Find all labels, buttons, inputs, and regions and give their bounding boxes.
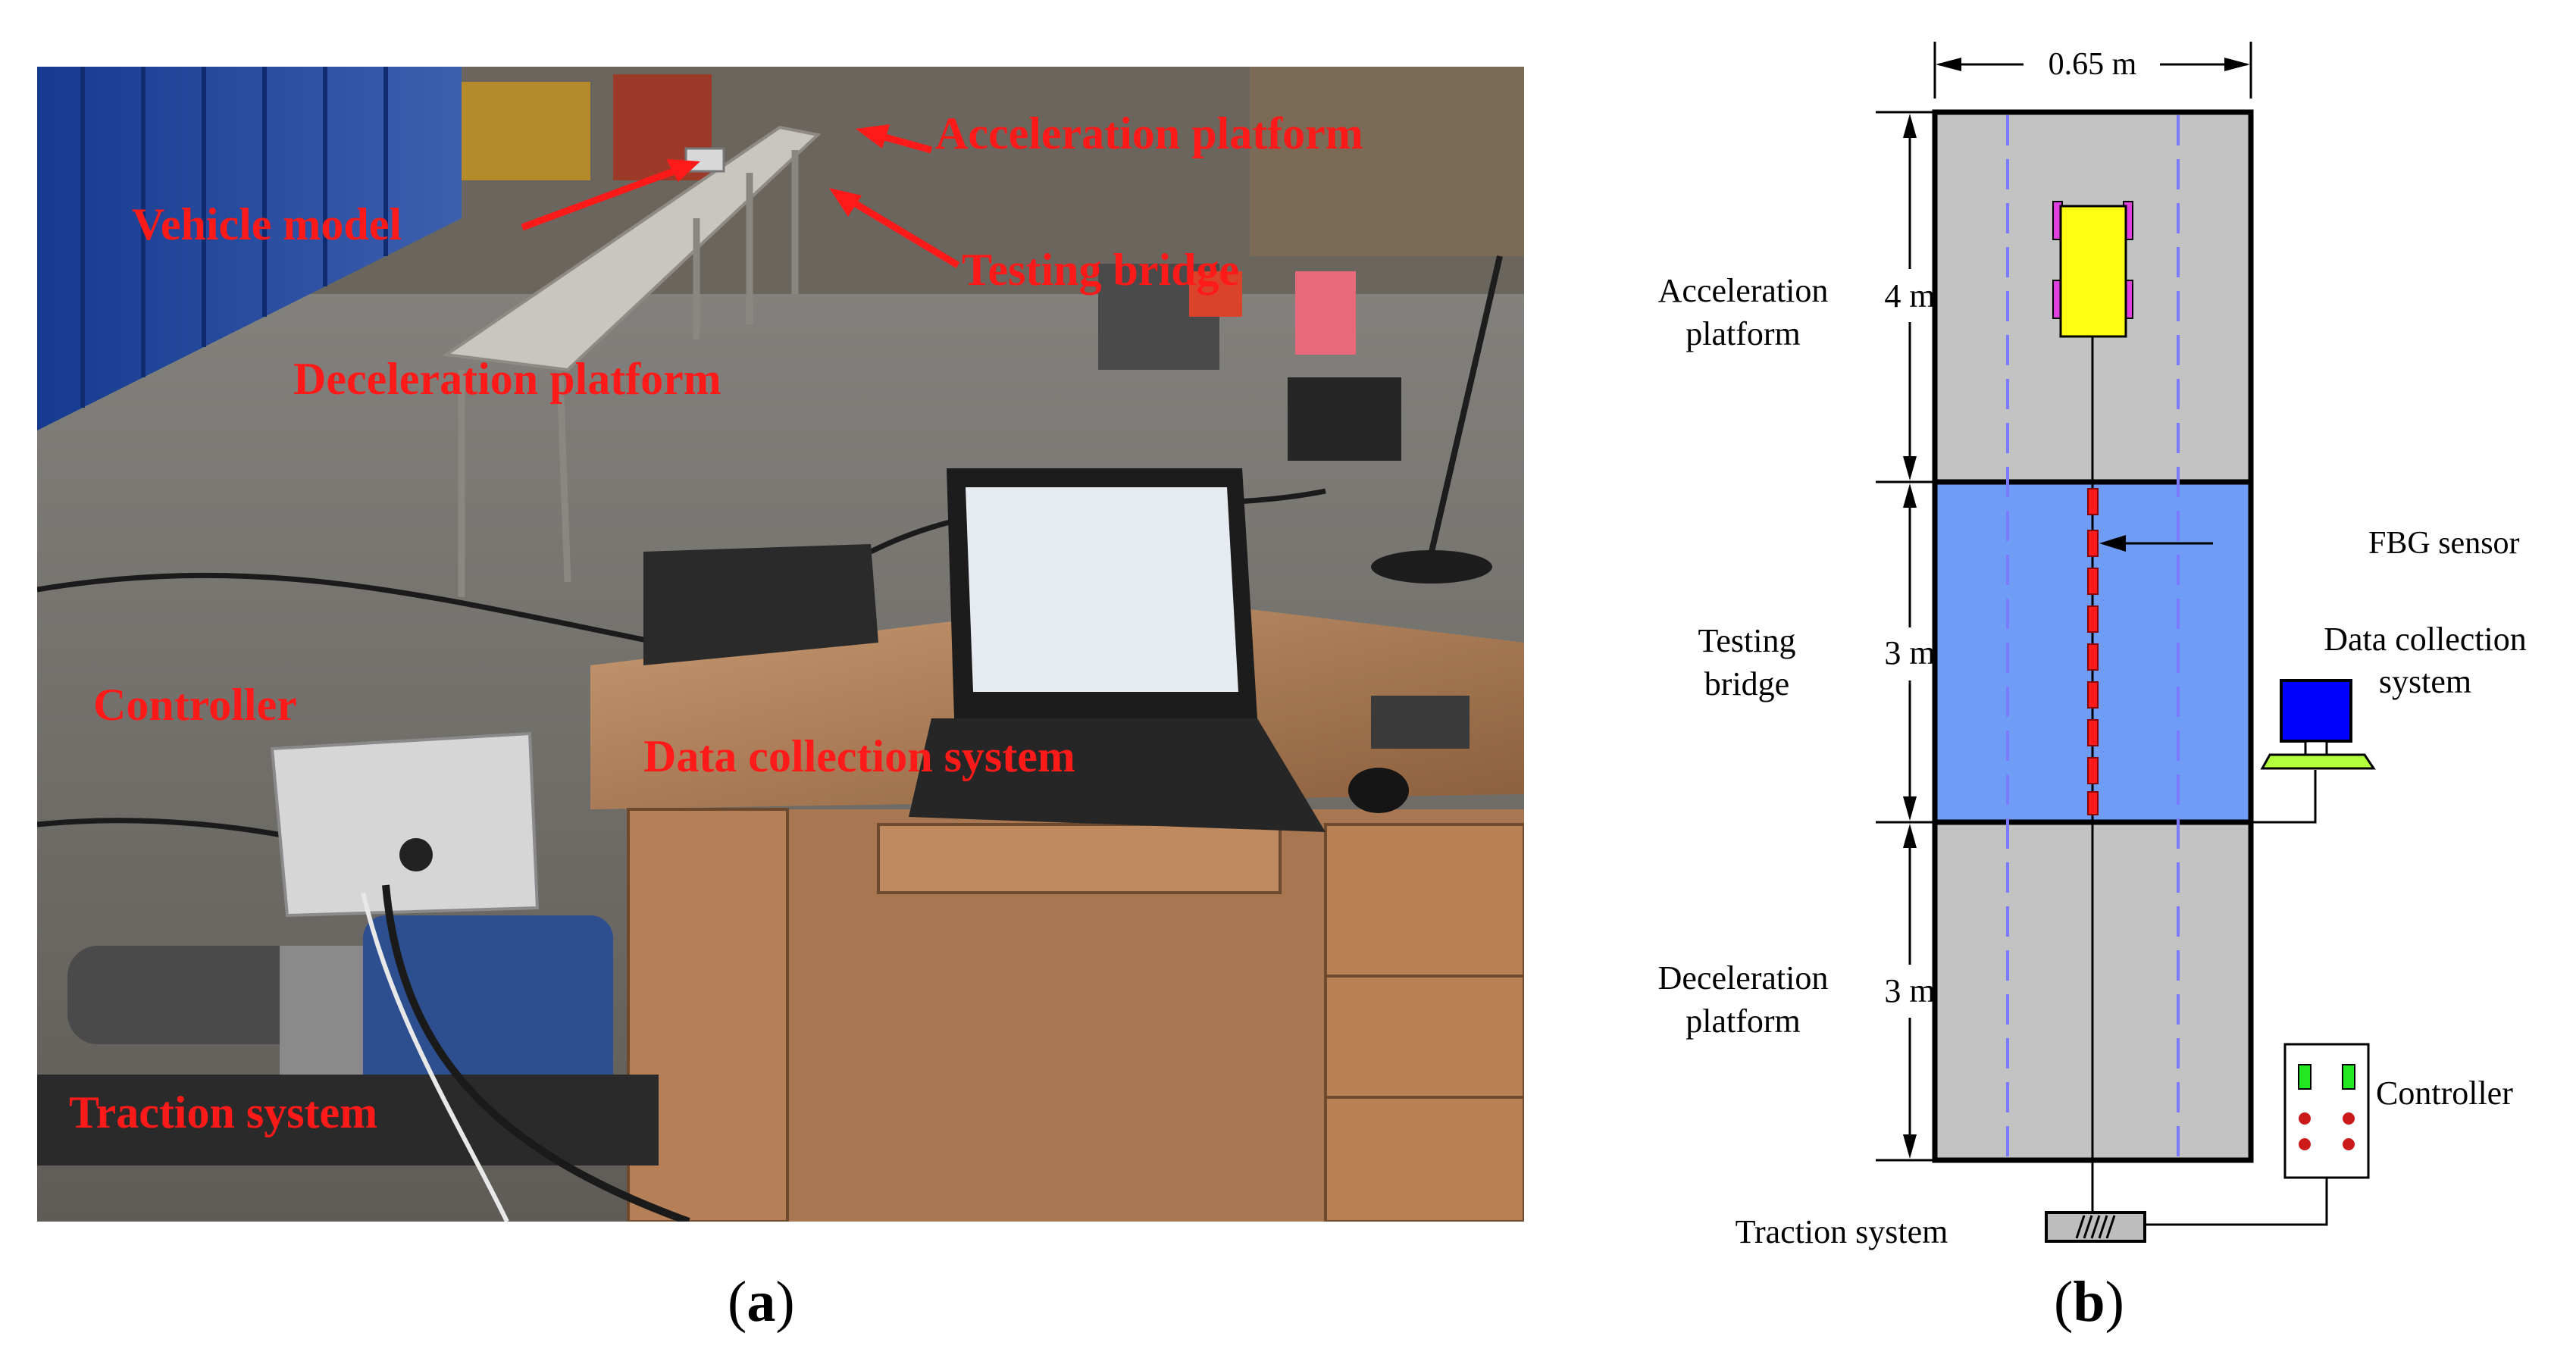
- acceleration-platform-label-2: platform: [1686, 315, 1801, 352]
- traction-system-label: Traction system: [1736, 1213, 1948, 1250]
- motor-base: [37, 1075, 659, 1165]
- experiment-photo: Acceleration platform Vehicle model Test…: [37, 67, 1524, 1222]
- data-acquisition-box: [643, 544, 878, 665]
- label-deceleration-platform: Deceleration platform: [293, 354, 721, 404]
- desk-cabinet-drawers: [1324, 823, 1524, 1222]
- test-track-surface: [442, 125, 822, 372]
- laptop-keyboard: [909, 718, 1326, 832]
- data-collection-label-1: Data collection: [2324, 621, 2527, 658]
- controller-cable: [382, 884, 690, 1222]
- desk-device: [1371, 696, 1470, 749]
- deceleration-platform-label-2: platform: [1686, 1003, 1801, 1040]
- photo-annotations: [521, 124, 960, 268]
- track-legs: [458, 150, 799, 597]
- traction-winch-icon: [2045, 1211, 2146, 1243]
- test-setup-schematic: 0.65 m FBG sensor: [1658, 42, 2527, 1250]
- label-data-collection-system: Data collection system: [643, 731, 1075, 781]
- computer-cable: [2251, 770, 2317, 824]
- label-traction-system: Traction system: [69, 1087, 377, 1137]
- testing-bridge-label-2: bridge: [1704, 665, 1789, 702]
- computer-icon: [2260, 679, 2376, 770]
- acceleration-platform-label-1: Acceleration: [1658, 272, 1829, 309]
- label-vehicle-model: Vehicle model: [132, 199, 402, 249]
- controller-box: [270, 731, 540, 918]
- fbg-sensor-label: FBG sensor: [2368, 526, 2520, 561]
- pallet-stack: [1250, 67, 1524, 256]
- panel-a-label: (a): [728, 1270, 795, 1334]
- data-collection-label-2: system: [2379, 663, 2471, 700]
- winch-drum: [67, 946, 310, 1044]
- fbg-sensor-array: [2087, 488, 2099, 815]
- label-controller: Controller: [93, 680, 297, 730]
- testing-bridge-label-1: Testing: [1698, 622, 1796, 659]
- wall-ribs: [80, 67, 388, 408]
- black-case: [1288, 377, 1401, 461]
- deceleration-platform-label-1: Deceleration: [1658, 959, 1829, 997]
- width-dimension-label: 0.65 m: [2049, 47, 2137, 82]
- red-stool: [1295, 271, 1356, 355]
- desk-drawer: [877, 823, 1282, 894]
- controller-icon: [2283, 1043, 2370, 1179]
- laptop-display: [966, 487, 1238, 692]
- controller-cable: [2130, 1178, 2328, 1226]
- controller-label: Controller: [2376, 1075, 2513, 1112]
- back-cart: [462, 82, 590, 180]
- panel-b-label: (b): [2054, 1270, 2124, 1334]
- label-testing-bridge: Testing bridge: [962, 245, 1239, 295]
- length-dimensions: [1876, 111, 1935, 1162]
- computer-mouse: [1348, 768, 1409, 813]
- bridge-length: 3 m: [1884, 634, 1935, 671]
- red-box: [1189, 271, 1242, 317]
- vehicle-model-icon: [2052, 201, 2133, 338]
- stand-base: [1371, 550, 1492, 584]
- label-acceleration-platform: Acceleration platform: [935, 108, 1363, 158]
- acceleration-length: 4 m: [1884, 277, 1935, 314]
- deceleration-length: 3 m: [1884, 972, 1935, 1009]
